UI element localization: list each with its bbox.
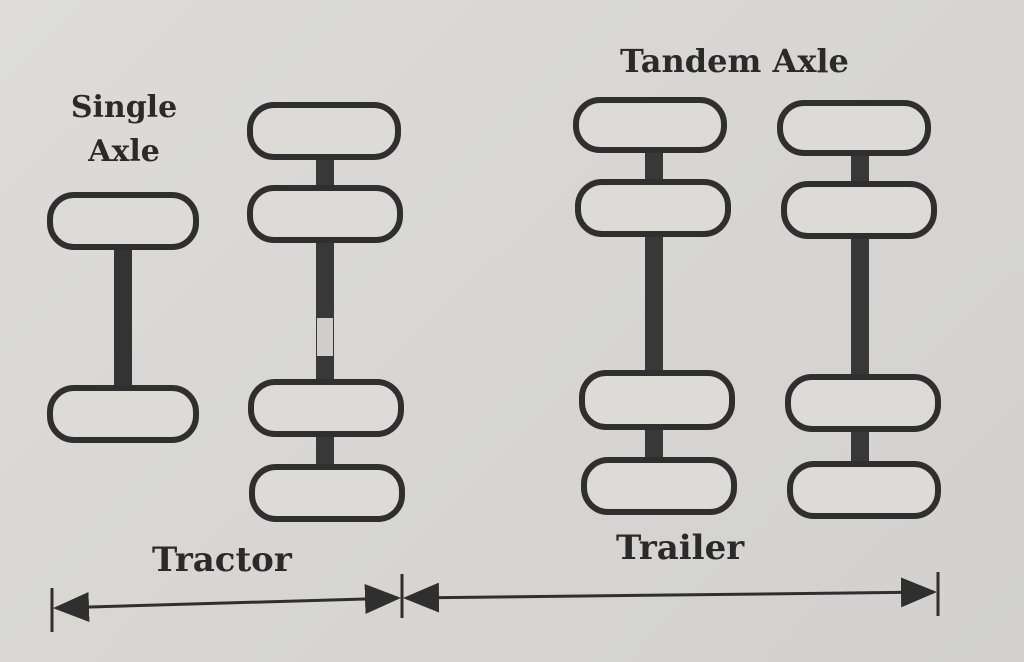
single-axle-label-line1: Single [70,90,178,125]
tractor-dimension-arrow [53,583,401,623]
trailer-label: Trailer [616,528,745,568]
wheel [248,379,404,437]
wheel [575,179,731,237]
trailer-axle-front [573,97,737,515]
wheel [777,100,931,156]
wheel [47,192,199,250]
axle-shaft-highlight [317,318,333,356]
single-axle [47,192,199,443]
wheel [781,181,937,239]
wheel [247,185,403,243]
dimension-lines [50,572,940,632]
wheel [579,370,735,430]
trailer-dimension-arrow [403,577,937,613]
single-axle-label-line2: Axle [88,134,160,169]
wheel [785,374,941,432]
single-axle-label: Single Axle [62,86,186,174]
tandem-axle-label: Tandem Axle [620,42,849,80]
trailer-axle-rear [777,100,941,519]
wheel [581,457,737,515]
wheel [247,102,401,160]
wheel [787,461,941,519]
axle-shaft [114,243,132,391]
wheel [249,464,405,522]
wheel [573,97,727,153]
tractor-label: Tractor [152,540,292,580]
tractor-drive-axle [247,102,405,522]
wheel [47,385,199,443]
